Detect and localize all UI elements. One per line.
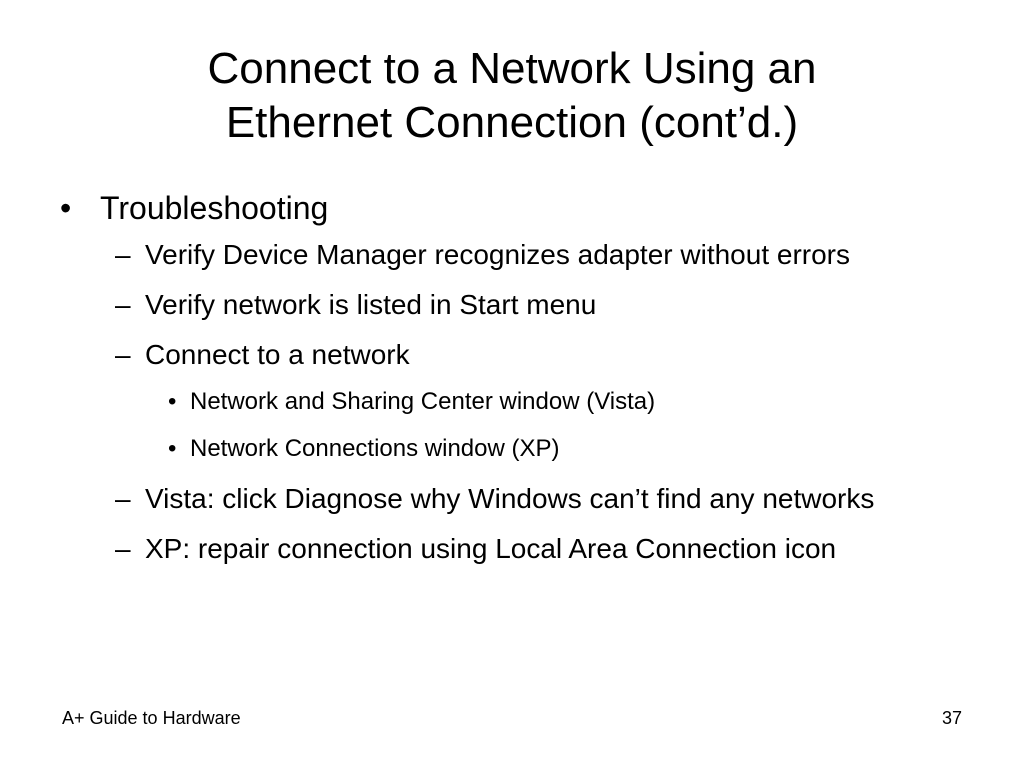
- list-item-text: Vista: click Diagnose why Windows can’t …: [145, 483, 875, 514]
- list-item: – Verify network is listed in Start menu: [60, 285, 960, 325]
- bullet-list: • Troubleshooting – Verify Device Manage…: [60, 186, 960, 579]
- list-item: • Network Connections window (XP): [60, 432, 960, 466]
- list-item-text: Network Connections window (XP): [190, 435, 560, 462]
- dash-marker: –: [115, 239, 131, 270]
- list-item: – Verify Device Manager recognizes adapt…: [60, 235, 960, 275]
- slide-title: Connect to a Network Using an Ethernet C…: [60, 42, 964, 150]
- list-item: • Troubleshooting: [60, 186, 960, 230]
- bullet-marker: •: [60, 190, 72, 226]
- list-item-text: Troubleshooting: [100, 190, 329, 226]
- bullet-marker: •: [168, 388, 177, 415]
- list-item: – Vista: click Diagnose why Windows can’…: [60, 479, 960, 519]
- list-item: • Network and Sharing Center window (Vis…: [60, 385, 960, 419]
- page-number: 37: [941, 708, 962, 728]
- dash-marker: –: [115, 339, 131, 370]
- slide-title-line-2: Ethernet Connection (cont’d.): [225, 98, 799, 147]
- list-item-text: Verify Device Manager recognizes adapter…: [145, 239, 851, 270]
- dash-marker: –: [115, 483, 131, 514]
- list-item-text: XP: repair connection using Local Area C…: [145, 533, 837, 564]
- dash-marker: –: [115, 289, 131, 320]
- list-item-text: Network and Sharing Center window (Vista…: [190, 388, 656, 415]
- list-item-text: Verify network is listed in Start menu: [145, 289, 597, 320]
- list-item: – XP: repair connection using Local Area…: [60, 529, 960, 569]
- list-item-text: Connect to a network: [145, 339, 410, 370]
- bullet-marker: •: [168, 435, 177, 462]
- list-item: – Connect to a network: [60, 335, 960, 375]
- slide-title-line-1: Connect to a Network Using an: [207, 44, 817, 93]
- footer-text: A+ Guide to Hardware: [62, 708, 241, 728]
- dash-marker: –: [115, 533, 131, 564]
